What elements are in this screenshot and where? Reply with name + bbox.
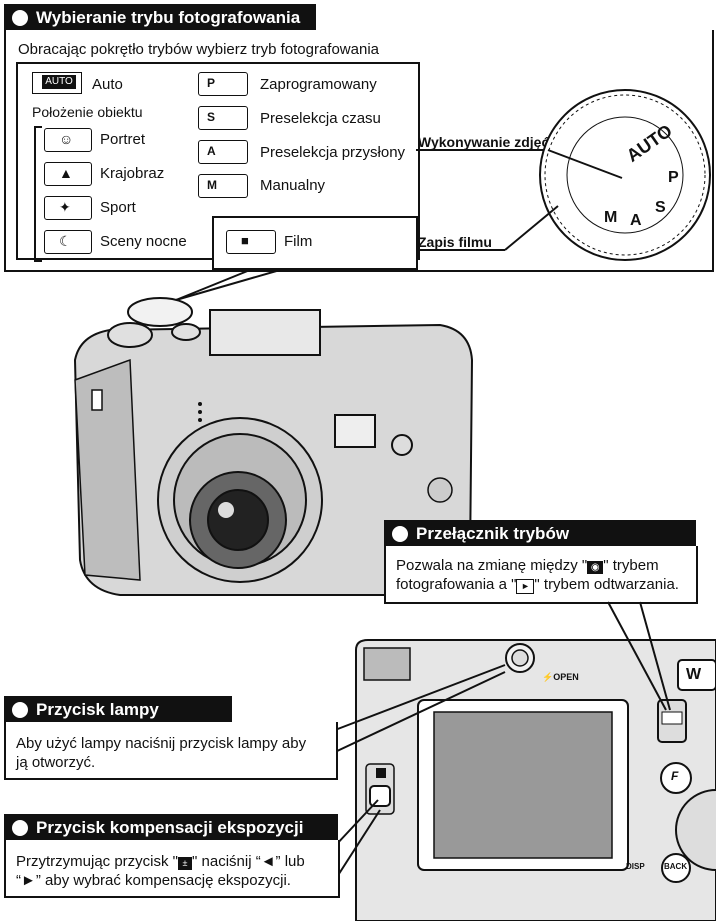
- exposure-compensation-icon: ±: [178, 857, 193, 870]
- sport-mode-icon: ✦: [44, 196, 92, 220]
- portrait-mode-icon: ☺: [44, 128, 92, 152]
- mode-label-shutter: Preselekcja czasu: [260, 110, 381, 127]
- flash-open-label: ⚡OPEN: [542, 672, 579, 682]
- camera-icon: ◉: [587, 561, 604, 574]
- exposure-panel: [4, 840, 340, 898]
- mode-label-film: Film: [284, 233, 313, 250]
- back-button[interactable]: BACK: [664, 862, 688, 871]
- shooting-label: Wykonywanie zdjęć: [418, 134, 550, 150]
- mode-label-landscape: Krajobraz: [100, 165, 165, 182]
- section-title: Przycisk lampy: [36, 700, 159, 719]
- section-header-mode-switch: Przełącznik trybów: [384, 520, 696, 548]
- f-button[interactable]: F: [671, 769, 679, 783]
- mode-switch-panel: [384, 546, 698, 604]
- section-header-flash: Przycisk lampy: [4, 696, 232, 724]
- night-scene-mode-icon: ☾: [44, 230, 92, 254]
- bullet-icon: [12, 820, 28, 836]
- film-mode-box: [212, 216, 418, 270]
- mode-label-night: Sceny nocne: [100, 233, 187, 250]
- section-title: Przełącznik trybów: [416, 524, 570, 543]
- disp-label: DISP: [626, 862, 645, 871]
- scene-group-label: Położenie obiektu: [32, 104, 143, 120]
- section-title: Przycisk kompensacji ekspozycji: [36, 818, 304, 837]
- film-mode-icon: ■: [226, 230, 276, 254]
- mode-label-aperture: Preselekcja przysłony: [260, 144, 406, 161]
- flash-panel: [4, 722, 338, 780]
- section-title: Wybieranie trybu fotografowania: [36, 8, 301, 27]
- movie-label: Zapis filmu: [418, 234, 492, 250]
- manual-mode-icon: M: [198, 174, 248, 198]
- flash-description: Aby użyć lampy naciśnij przycisk lampy a…: [16, 735, 307, 771]
- mode-label-manual: Manualny: [260, 177, 326, 194]
- mode-label-portrait: Portret: [100, 131, 146, 148]
- auto-mode-icon: AUTO: [32, 72, 82, 94]
- section-header-shooting-mode: Wybieranie trybu fotografowania: [4, 4, 316, 32]
- mode-label-auto: Auto: [92, 76, 123, 93]
- mode-label-sport: Sport: [100, 199, 136, 216]
- scene-bracket: [34, 126, 42, 262]
- shutter-priority-icon: S: [198, 106, 248, 130]
- mode-label-program: Zaprogramowany: [260, 76, 377, 93]
- bullet-icon: [12, 10, 28, 26]
- w-zoom-button[interactable]: W: [686, 666, 702, 683]
- exposure-description: Przytrzymując przycisk "±" naciśnij “◄” …: [16, 853, 305, 889]
- bullet-icon: [392, 526, 408, 542]
- section-header-exposure: Przycisk kompensacji ekspozycji: [4, 814, 338, 842]
- playback-icon: ►: [516, 579, 535, 594]
- mode-switch-description: Pozwala na zmianę między "◉" trybem foto…: [396, 557, 679, 594]
- section-subtitle: Obracając pokrętło trybów wybierz tryb f…: [18, 41, 379, 58]
- program-mode-icon: P: [198, 72, 248, 96]
- aperture-priority-icon: A: [198, 140, 248, 164]
- bullet-icon: [12, 702, 28, 718]
- landscape-mode-icon: ▲: [44, 162, 92, 186]
